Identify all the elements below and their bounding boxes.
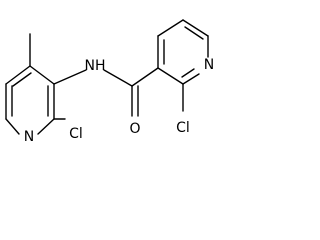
left-pyridine-ring [5,65,55,135]
bond [5,118,20,135]
bond [103,69,133,87]
right-pyridine-ring [157,19,209,85]
right-ring-nitrogen-label: N [204,57,214,73]
amide-group [103,67,159,117]
bond [157,19,184,37]
bond [184,26,204,40]
amide-nitrogen-bond [53,69,87,85]
bond [181,68,195,78]
bond [157,67,184,85]
bond [12,72,32,87]
left-chlorine-label: Cl [69,126,83,142]
carbonyl-oxygen-label: O [129,121,140,137]
bond [5,65,31,85]
amide-nh-label: NH [85,58,106,74]
structure-diagram: N Cl NH O N Cl [5,19,214,145]
left-substituents [29,33,87,120]
chemical-structure-canvas: N Cl NH O N Cl [5,19,215,145]
left-ring-nitrogen-label: N [24,129,34,145]
right-chlorine-label: Cl [176,120,190,136]
bond [182,19,209,37]
bond [182,73,200,85]
bond [131,67,159,87]
bond [29,65,55,85]
bond [37,118,55,135]
